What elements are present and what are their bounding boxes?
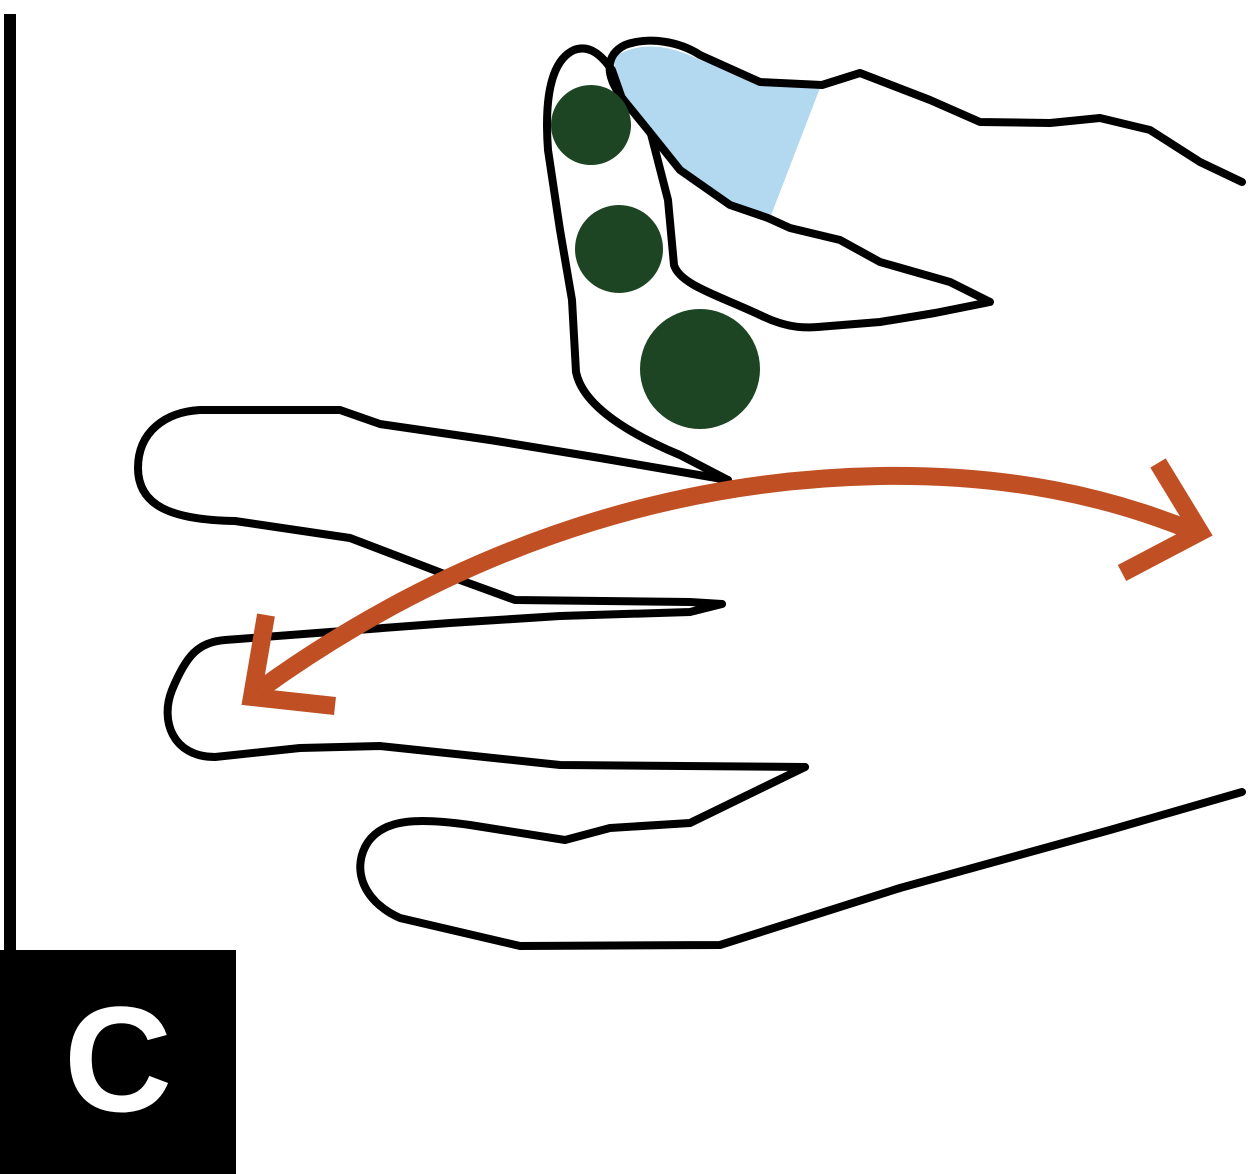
- panel-label-box: [0, 950, 236, 1174]
- ring-finger-outline-icon: [163, 600, 809, 771]
- thumb-outline-icon: [605, 36, 1246, 222]
- contact-point-dot-icon: [551, 85, 631, 165]
- contact-point-dot-icon: [640, 309, 760, 429]
- motion-arrow-curve: [256, 466, 1199, 696]
- contact-point-dot-icon: [575, 205, 663, 293]
- thumb-tip-highlight: [612, 46, 820, 219]
- index-finger-outline-icon: [543, 44, 994, 484]
- motion-arrow-left-head-icon: [241, 613, 336, 715]
- pinky-finger-outline-icon: [356, 763, 1246, 950]
- panel-label: C: [63, 975, 173, 1143]
- middle-finger-outline-icon: [134, 406, 732, 608]
- motion-arrow-right-head-icon: [1117, 458, 1213, 581]
